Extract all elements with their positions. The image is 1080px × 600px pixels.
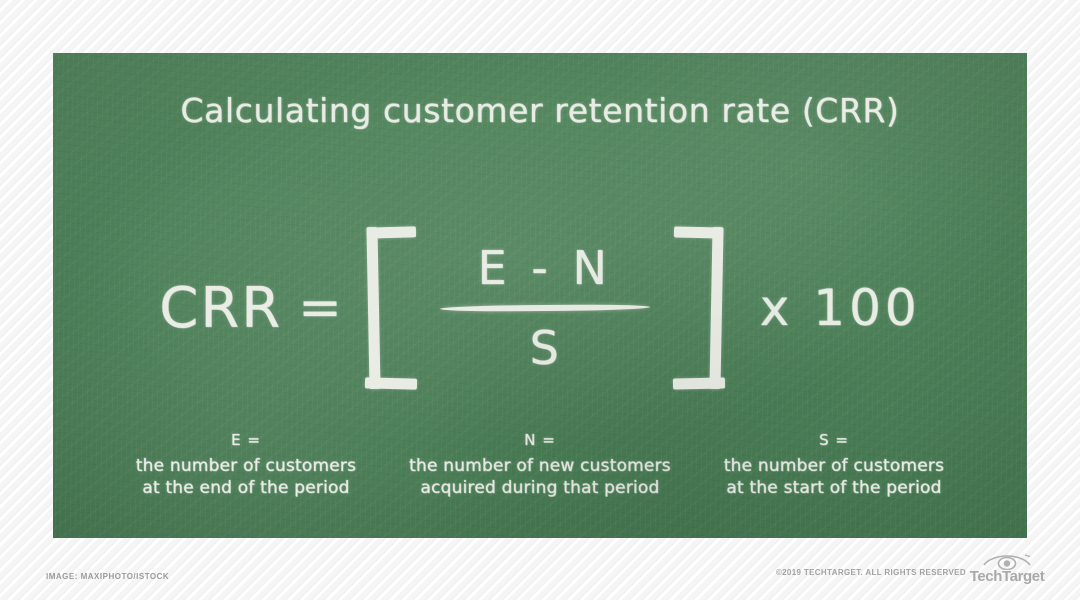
legend-symbol-s: S = (819, 431, 849, 449)
fraction-denominator: S (529, 321, 560, 375)
fraction-numerator: E - N (477, 241, 612, 295)
copyright-notice: ©2019 TECHTARGET. ALL RIGHTS RESERVED (775, 568, 966, 577)
techtarget-logo: TechTarget (970, 552, 1045, 584)
formula-multiplier: x 100 (759, 279, 921, 337)
legend-text-e-line2: at the end of the period (142, 478, 350, 498)
legend-text-s-line2: at the start of the period (726, 478, 942, 498)
legend-symbol-e: E = (231, 431, 261, 449)
legend-item-s: S = the number of customers at the start… (687, 431, 981, 499)
legend-text-e-line1: the number of customers (135, 456, 357, 476)
image-credit: IMAGE: MAXIPHOTO/ISTOCK (46, 572, 170, 581)
chalkboard-panel: Calculating customer retention rate (CRR… (53, 53, 1027, 538)
formula-fraction: E - N S (416, 227, 674, 389)
logo-wordmark: TechTarget (969, 568, 1045, 585)
legend-item-e: E = the number of customers at the end o… (99, 431, 393, 499)
fraction-bar (439, 304, 650, 312)
legend-item-n: N = the number of new customers acquired… (393, 431, 687, 499)
eye-icon (981, 552, 1033, 570)
legend-text-s-line1: the number of customers (723, 456, 945, 476)
formula-expression: CRR = E - N S x 100 (53, 213, 1027, 403)
legend: E = the number of customers at the end o… (99, 431, 981, 499)
bracket-close-icon (672, 226, 726, 390)
bracket-open-icon (364, 226, 417, 390)
formula-left-term: CRR (159, 275, 283, 341)
formula-equals-sign: = (298, 278, 342, 338)
legend-text-n-line2: acquired during that period (420, 478, 660, 498)
footer-brand: ©2019 TECHTARGET. ALL RIGHTS RESERVED Te… (775, 552, 1045, 584)
legend-text-n-line1: the number of new customers (409, 456, 671, 476)
legend-symbol-n: N = (524, 431, 556, 449)
page-title: Calculating customer retention rate (CRR… (180, 91, 900, 130)
